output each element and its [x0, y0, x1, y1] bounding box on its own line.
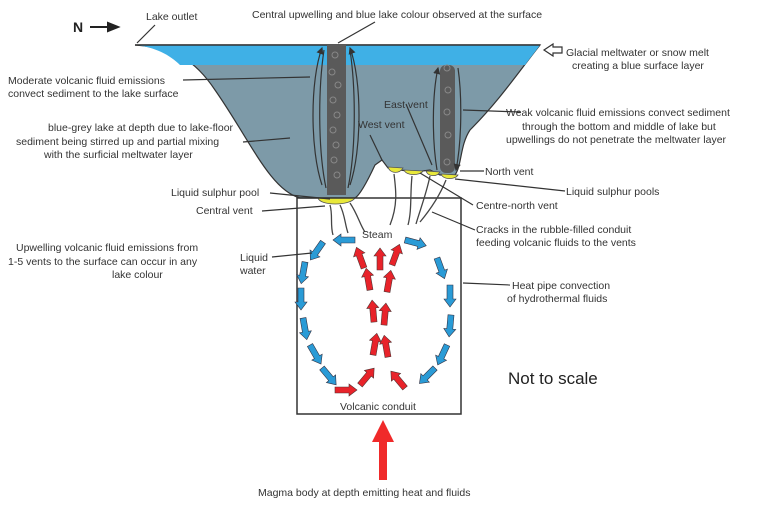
cold-arrow: [319, 365, 337, 386]
bubbles: [328, 51, 452, 179]
cold-arrow: [298, 317, 312, 341]
cold-arrow: [433, 256, 448, 280]
glacial-label-1: Glacial meltwater or snow melt: [566, 47, 709, 59]
cracks-label-2: feeding volcanic fluids to the vents: [476, 237, 636, 249]
east-vent-label: East vent: [384, 99, 428, 111]
cold-arrow: [306, 343, 323, 365]
upwelling-label-1: Upwelling volcanic fluid emissions from: [16, 242, 198, 254]
leader-lines: [136, 21, 566, 286]
upwelling-label-2: 1-5 vents to the surface can occur in an…: [8, 256, 198, 268]
west-vent-label: West vent: [358, 119, 405, 131]
weak-label-1: Weak volcanic fluid emissions convect se…: [506, 107, 730, 119]
hot-arrow: [390, 370, 408, 391]
hot-arrow: [361, 267, 375, 291]
upwelling-label-3: lake colour: [112, 269, 163, 281]
cracks: [329, 173, 447, 236]
sulphur-pools-label: Liquid sulphur pools: [566, 186, 659, 198]
cracks-label-1: Cracks in the rubble-filled conduit: [476, 224, 631, 236]
weak-label-2: through the bottom and middle of lake bu…: [522, 121, 716, 133]
cold-arrow: [435, 343, 451, 366]
cold-arrow: [332, 233, 356, 247]
bluegrey-label-1: blue-grey lake at depth due to lake-floo…: [48, 122, 234, 134]
hot-arrow: [368, 332, 382, 356]
west-sulphur-pool: [387, 166, 404, 173]
convection-arrows: [294, 233, 457, 397]
cold-arrow: [443, 284, 457, 308]
cold-arrow: [419, 365, 438, 384]
hot-arrow: [357, 367, 375, 388]
moderate-label-1: Moderate volcanic fluid emissions: [8, 75, 165, 87]
sulphur-pool-label: Liquid sulphur pool: [171, 187, 259, 199]
heat-pipe-label-2: of hydrothermal fluids: [507, 293, 607, 305]
cold-arrow: [443, 314, 457, 338]
hot-arrow: [366, 299, 380, 323]
centre-north-vent-label: Centre-north vent: [476, 200, 558, 212]
lake: [134, 44, 542, 205]
bluegrey-label-2: sediment being stirred up and partial mi…: [16, 136, 219, 148]
weak-label-3: upwellings do not penetrate the meltwate…: [506, 134, 727, 146]
convection-loops: [312, 46, 462, 189]
volcanic-conduit-label: Volcanic conduit: [340, 401, 416, 413]
east-sulphur-pool: [425, 170, 441, 177]
liquid-water-label-1: Liquid: [240, 252, 268, 264]
glacial-label-2: creating a blue surface layer: [572, 60, 704, 72]
north-arrow-icon: [90, 21, 121, 33]
not-to-scale-label: Not to scale: [508, 369, 598, 388]
steam-label: Steam: [362, 229, 393, 241]
cold-arrow: [296, 261, 310, 285]
labels: Lake outlet Central upwelling and blue l…: [8, 9, 730, 499]
cold-arrow: [309, 239, 326, 261]
north-plume: [440, 65, 455, 173]
hot-arrow: [353, 246, 368, 270]
cold-arrow: [403, 236, 427, 250]
liquid-water-label-2: water: [239, 265, 266, 277]
north-vent-label: North vent: [485, 166, 534, 178]
meltwater-inflow-arrow-icon: [542, 42, 563, 58]
hot-arrow: [373, 247, 387, 271]
cold-arrow: [294, 287, 308, 311]
central-vent-label: Central vent: [196, 205, 253, 217]
north-sulphur-pool: [440, 173, 459, 180]
lake-outlet-label: Lake outlet: [146, 11, 197, 23]
hot-arrow: [379, 334, 393, 358]
central-upwelling-label: Central upwelling and blue lake colour o…: [252, 9, 542, 21]
heat-pipe-label-1: Heat pipe convection: [512, 280, 610, 292]
hot-arrow: [378, 302, 392, 326]
sulphur-pools: [317, 166, 459, 205]
hot-arrow: [382, 269, 396, 293]
north-label: N: [73, 19, 83, 35]
moderate-label-2: convect sediment to the lake surface: [8, 88, 179, 100]
magma-heat-arrow-icon: [372, 420, 394, 480]
hot-arrow: [388, 243, 403, 267]
hot-arrow: [334, 383, 358, 397]
magma-label: Magma body at depth emitting heat and fl…: [258, 487, 470, 499]
volcanic-conduit: [296, 197, 462, 415]
bluegrey-label-3: with the surficial meltwater layer: [43, 149, 193, 161]
centre-north-sulphur-pool: [403, 169, 424, 176]
